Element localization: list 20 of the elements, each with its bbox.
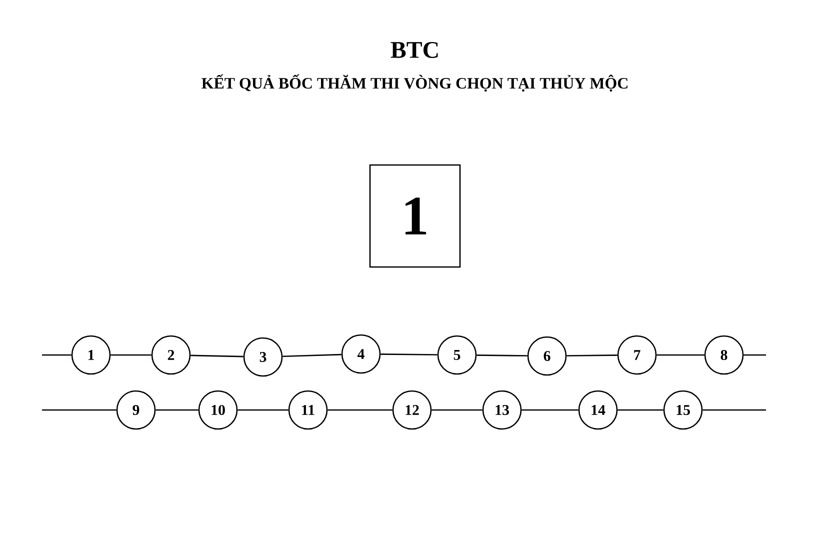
connector-line xyxy=(156,409,198,411)
connector-line xyxy=(110,354,152,356)
connector-line xyxy=(282,354,342,358)
connector-line xyxy=(328,409,392,411)
connector-line xyxy=(432,409,482,411)
connector-line xyxy=(380,354,438,356)
connector-line xyxy=(42,409,116,411)
connector-line xyxy=(42,354,72,356)
connector-line xyxy=(238,409,288,411)
title: BTC xyxy=(390,42,438,58)
connector-line xyxy=(522,409,578,411)
connector-line xyxy=(656,354,704,356)
number-box: 1 xyxy=(369,164,461,268)
subtitle: KẾT QUẢ BỐC THĂM THI VÒNG CHỌN TẠI THỦY MỘC xyxy=(202,74,628,92)
connector-line xyxy=(476,354,528,356)
connector-line xyxy=(190,354,244,358)
connector-line xyxy=(744,354,766,356)
connector-line xyxy=(566,354,618,356)
connector-line xyxy=(702,409,766,411)
connector-line xyxy=(618,409,664,411)
